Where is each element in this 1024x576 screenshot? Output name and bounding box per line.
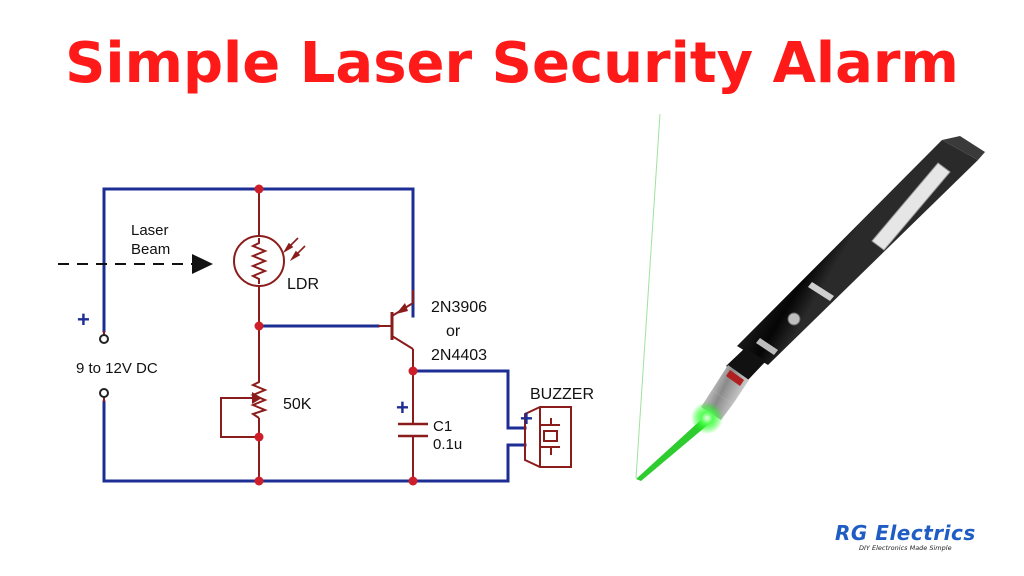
capacitor-label: C1 [433, 418, 452, 435]
transistor-symbol [390, 303, 408, 340]
laser-beam-arrow [58, 254, 213, 274]
arrowhead-icon [192, 254, 213, 274]
transistor-label-or: or [446, 323, 461, 340]
pocket-clip [871, 162, 951, 251]
laser-label-line2: Beam [131, 241, 170, 258]
potentiometer-symbol [250, 378, 268, 419]
green-laser-beam [636, 418, 710, 481]
negative-terminal [99, 388, 109, 398]
page-title: Simple Laser Security Alarm [65, 31, 959, 96]
laser-pointer-tip [701, 365, 749, 420]
capacitor-value: 0.1u [433, 436, 462, 453]
positive-terminal [99, 334, 109, 344]
buzzer-plus-sign: + [520, 406, 533, 431]
component-leads [103, 189, 414, 481]
junction-dots [254, 184, 418, 486]
laser-glow [691, 402, 723, 434]
power-button [787, 312, 801, 326]
logo-name: RG Electrics [835, 521, 976, 545]
bottom-rail-wire [102, 400, 527, 483]
supply-terminals [99, 334, 109, 398]
wiper-arrow-icon [252, 392, 262, 404]
capacitor-plus-sign: + [396, 395, 409, 420]
brand-logo: RG Electrics DIY Electronics Made Simple [835, 522, 985, 552]
transistor-label-2: 2N4403 [431, 347, 487, 364]
light-arrows-icon [282, 237, 306, 262]
emitter-arrow-icon [396, 303, 408, 314]
potentiometer-label: 50K [283, 396, 312, 413]
capacitor-symbol [398, 422, 428, 438]
supply-plus-sign: + [77, 307, 90, 332]
collector-wire [411, 369, 527, 430]
transistor-label-1: 2N3906 [431, 299, 487, 316]
buzzer-symbol [524, 406, 572, 468]
supply-voltage-label: 9 to 12V DC [76, 360, 158, 377]
laser-label-line1: Laser [131, 222, 169, 239]
logo-tagline: DIY Electronics Made Simple [859, 544, 952, 552]
buzzer-label: BUZZER [530, 386, 594, 403]
ldr-label: LDR [287, 276, 319, 293]
beam-guide-line [635, 113, 661, 479]
laser-pointer-body [726, 136, 985, 380]
ldr-symbol [233, 235, 306, 287]
